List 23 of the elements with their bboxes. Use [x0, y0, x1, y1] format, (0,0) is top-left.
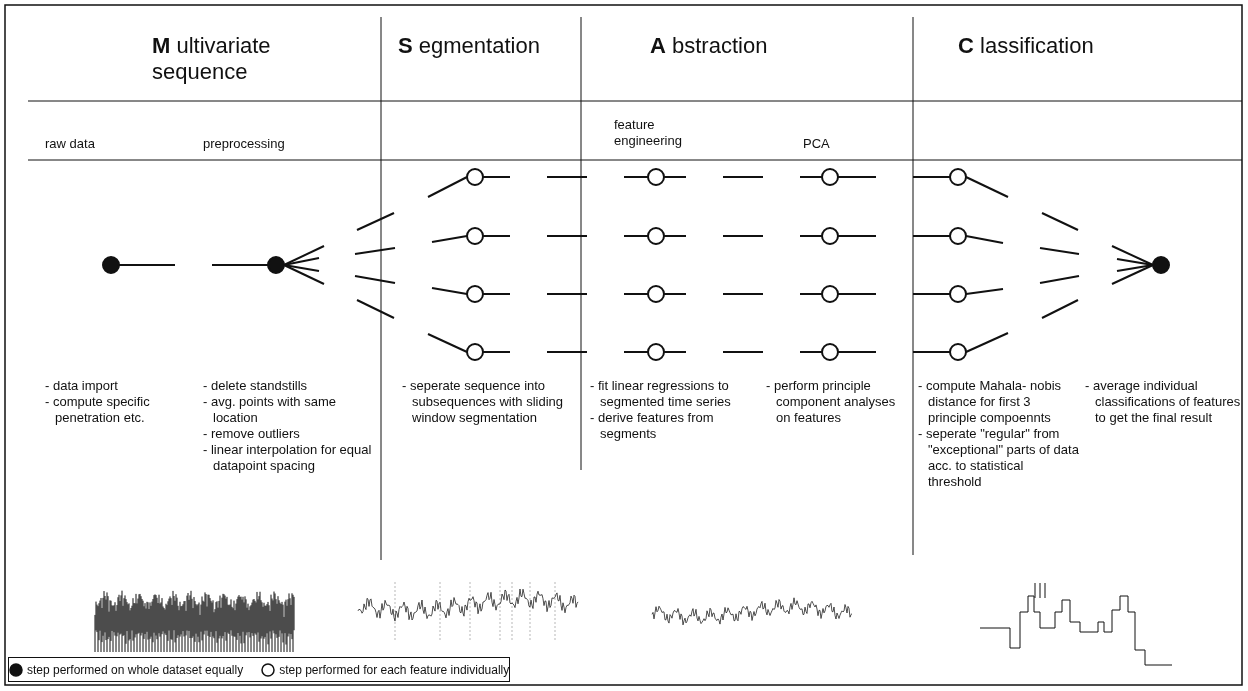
bullet-item: - compute Mahala- nobis distance for first 3 principle compoennts — [918, 378, 1063, 426]
step-label: PCA — [803, 136, 831, 153]
bullet-item: - derive features from segments — [590, 410, 715, 442]
step-label: preprocessing — [203, 136, 286, 153]
column-heading: S egmentation — [398, 33, 541, 60]
legend-text: step performed on whole dataset equally — [27, 662, 244, 677]
bullet-item: - fit linear regressions to segmented time series — [590, 378, 732, 410]
legend-text: step performed for each feature individually — [279, 662, 510, 677]
bullet-item: - perform principle component analyses on features — [766, 378, 897, 426]
bullet-item: - delete standstills — [203, 378, 309, 394]
bullet-item: - avg. points with same location — [203, 394, 337, 426]
bullet-item: - seperate "regular" from "exceptional" parts of data acc. to statistical threshold — [918, 426, 1080, 490]
bullet-item: - compute specific penetration etc. — [45, 394, 151, 426]
bullet-item: - average individual classifications of features to get the final result — [1085, 378, 1242, 426]
step-label: raw data — [45, 136, 96, 153]
bullet-item: - data import — [45, 378, 119, 394]
bullet-item: - linear interpolation for equal datapoint spacing — [203, 442, 373, 474]
bullet-item: - remove outliers — [203, 426, 301, 442]
column-heading: C lassification — [958, 33, 1095, 60]
step-label: feature engineering — [614, 117, 683, 150]
bullet-item: - seperate sequence into subsequences with sliding window segmentation — [402, 378, 565, 426]
column-heading: A bstraction — [650, 33, 769, 60]
column-heading: M ultivariate sequence — [152, 33, 272, 86]
